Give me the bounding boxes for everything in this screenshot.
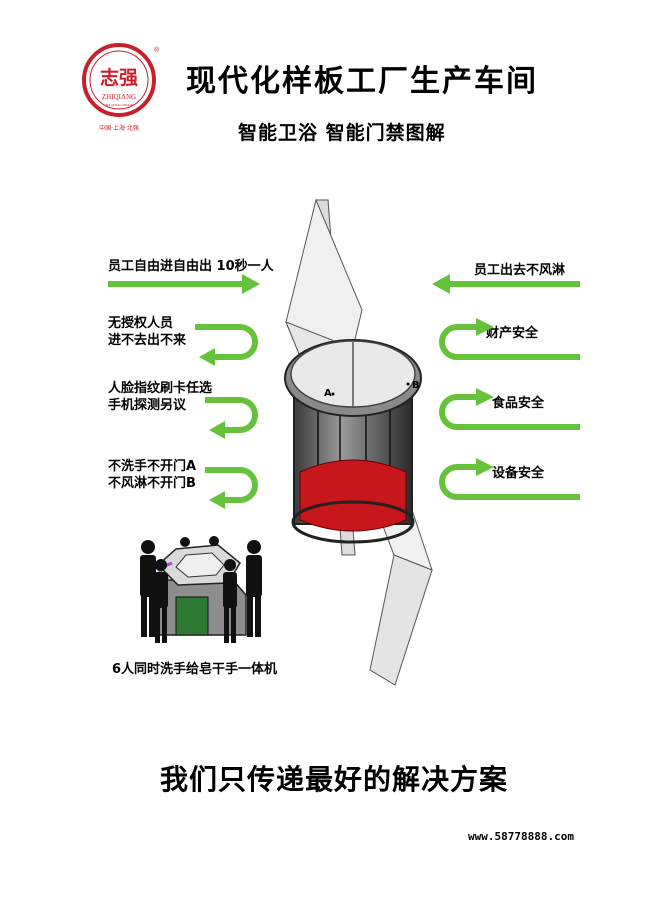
feature-line: 人脸指纹刷卡任选	[108, 381, 213, 396]
left-uturn-arrow-2	[205, 397, 258, 439]
brand-tagline: ZHI QIANG GROUP	[105, 103, 132, 107]
feature-line: 不风淋不开门B	[108, 476, 196, 491]
feature-line: 手机探测另议	[108, 398, 187, 413]
left-feature-2: 无授权人员 进不去出不来	[108, 315, 186, 349]
feature-line: 员工自由进自由出 10秒一人	[108, 259, 274, 274]
people-silhouettes	[140, 536, 262, 643]
left-feature-1: 员工自由进自由出 10秒一人	[108, 258, 274, 275]
left-uturn-arrow-3	[205, 467, 258, 509]
feature-line: 无授权人员	[108, 316, 174, 331]
left-feature-3: 人脸指纹刷卡任选 手机探测另议	[108, 380, 212, 414]
feature-line: 财产安全	[486, 326, 539, 341]
left-feature-4: 不洗手不开门A 不风淋不开门B	[108, 458, 196, 492]
right-feature-1: 员工出去不风淋	[474, 262, 565, 279]
right-uturn-arrow-3	[439, 458, 580, 500]
brand-logo: 志强 ZHIQIANG ZHI QIANG GROUP ® 中国·上海·北强	[82, 43, 160, 132]
handwash-station-illustration	[140, 536, 262, 643]
brand-latin: ZHIQIANG	[102, 93, 136, 101]
right-uturn-arrow-1	[439, 318, 580, 360]
brand-locations: 中国·上海·北强	[99, 124, 139, 132]
right-feature-4: 设备安全	[492, 465, 544, 482]
station-green-panel	[175, 596, 209, 636]
door-base	[291, 500, 415, 544]
feature-line: 员工出去不风淋	[474, 263, 566, 278]
page-title: 现代化样板工厂生产车间	[186, 64, 538, 99]
slogan: 我们只传递最好的解决方案	[160, 763, 509, 796]
left-straight-arrow	[108, 274, 260, 294]
page-subtitle: 智能卫浴 智能门禁图解	[238, 122, 446, 144]
door-label-b: B	[412, 380, 420, 391]
feature-line: 食品安全	[492, 396, 545, 411]
door-floor-red	[299, 459, 407, 532]
feature-line: 设备安全	[492, 466, 545, 481]
feature-line: 不洗手不开门A	[108, 459, 197, 474]
feature-line: 进不去出不来	[108, 333, 187, 348]
right-feature-3: 食品安全	[492, 395, 544, 412]
right-uturn-arrow-2	[439, 388, 580, 430]
handwash-caption: 6人同时洗手给皂干手一体机	[112, 662, 278, 677]
panel-lower-2	[369, 554, 433, 686]
station-cap	[175, 552, 225, 578]
door-illustration: A B	[284, 198, 433, 686]
right-straight-arrow	[432, 274, 580, 294]
left-uturn-arrow-1	[195, 324, 258, 366]
door-label-a: A	[324, 388, 332, 399]
registered-mark: ®	[154, 46, 160, 54]
website-link[interactable]: www.58778888.com	[468, 830, 574, 843]
right-feature-2: 财产安全	[486, 325, 538, 342]
brand-name: 志强	[100, 66, 138, 89]
